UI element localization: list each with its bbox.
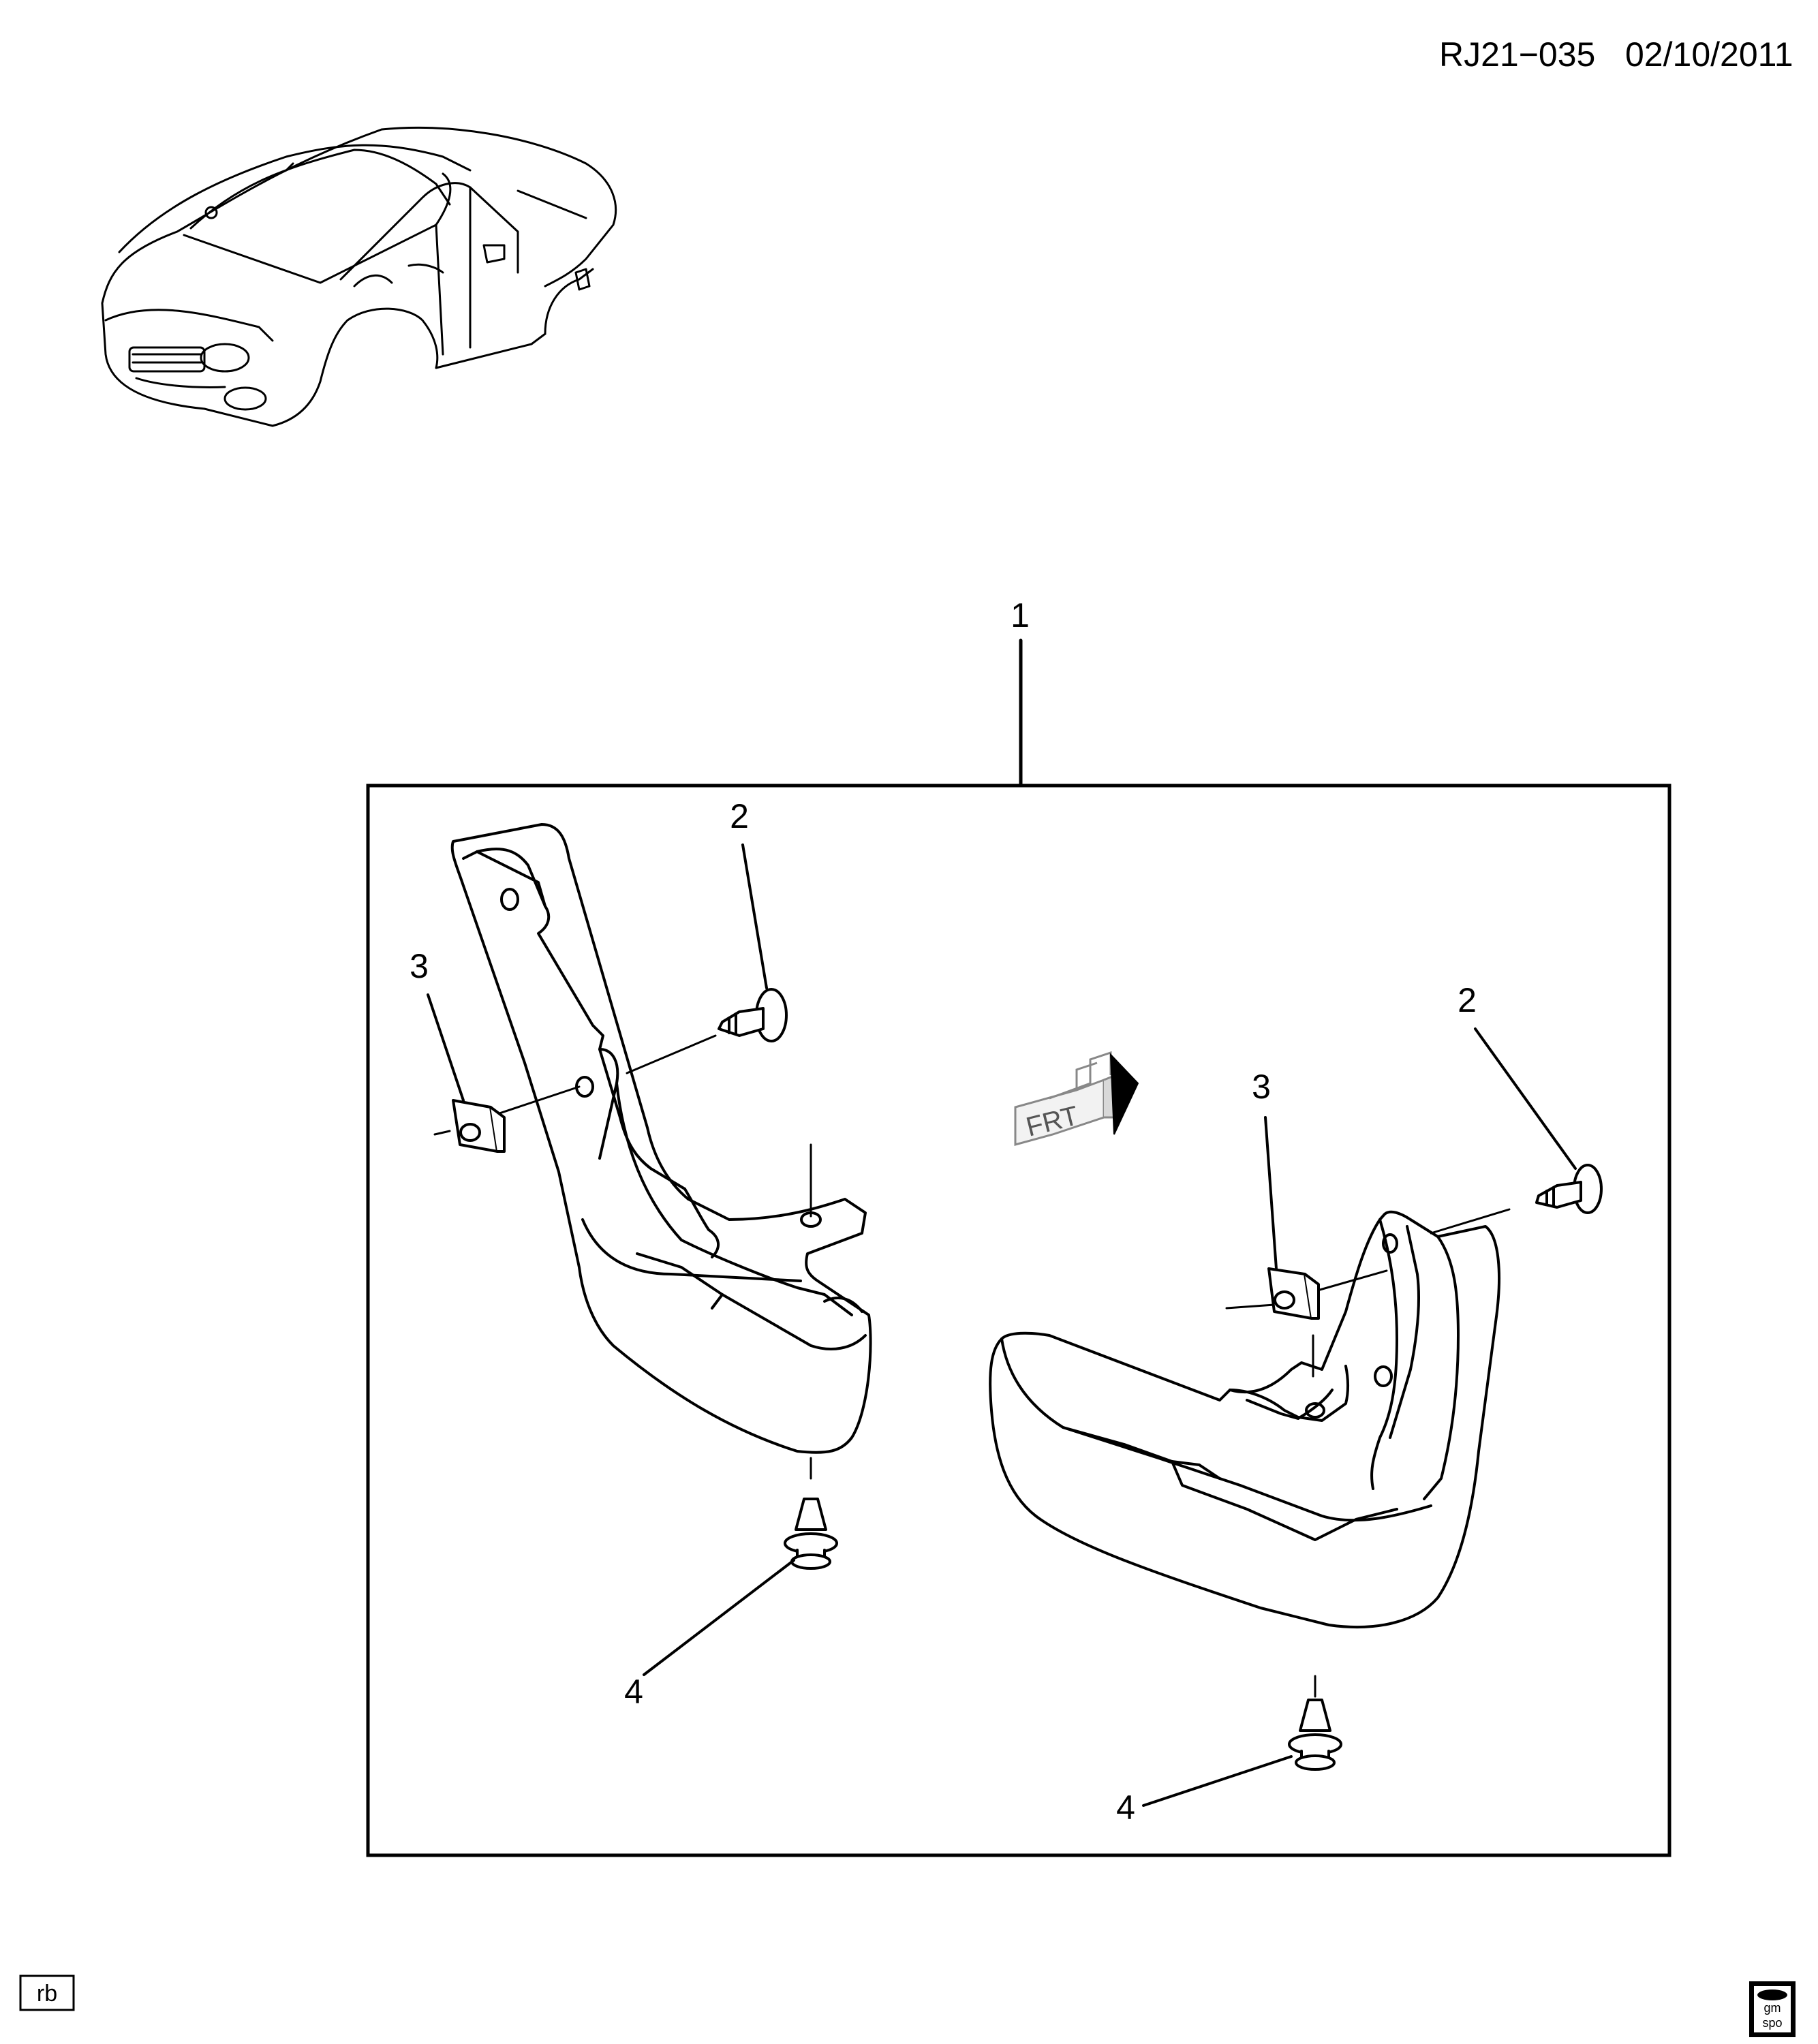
drawing-id: RJ21−035	[1439, 35, 1595, 74]
kit-bounding-box	[366, 784, 1671, 1857]
front-direction-arrow-icon: FRT	[1014, 1051, 1139, 1146]
clip-nut-right[interactable]	[1267, 1267, 1320, 1320]
callout-4-left-label: 4	[624, 1673, 643, 1711]
illustrator-code: rb	[37, 1981, 57, 2007]
callout-1-label: 1	[1011, 596, 1030, 634]
callout-2-left-label: 2	[730, 797, 749, 835]
logo-text-spo: spo	[1762, 2016, 1782, 2030]
left-mud-flap[interactable]	[450, 823, 872, 1454]
callout-1[interactable]: 1	[1011, 596, 1030, 788]
callout-3-left-label: 3	[410, 947, 429, 985]
callout-4-left[interactable]: 4	[624, 1559, 795, 1711]
vehicle-locator-illustration	[101, 126, 617, 427]
push-pin-left[interactable]	[784, 1498, 838, 1570]
callout-4-right-label: 4	[1116, 1788, 1135, 1827]
callout-3-right-label: 3	[1252, 1068, 1271, 1106]
screw-washer-right[interactable]	[1535, 1164, 1603, 1214]
callout-3-right[interactable]: 3	[1252, 1068, 1278, 1270]
callout-2-left[interactable]: 2	[730, 797, 768, 989]
screw-washer-left[interactable]	[718, 988, 788, 1042]
clip-nut-left[interactable]	[452, 1099, 506, 1153]
callout-4-right[interactable]: 4	[1116, 1755, 1293, 1827]
push-pin-right[interactable]	[1288, 1699, 1342, 1771]
callout-2-right-label: 2	[1458, 981, 1477, 1019]
callout-2-right[interactable]: 2	[1458, 981, 1577, 1170]
illustrator-code-box: rb	[19, 1975, 75, 2011]
callout-3-left[interactable]: 3	[410, 947, 465, 1102]
gm-spo-logo-icon: gm spo	[1749, 1981, 1796, 2037]
logo-text-gm: gm	[1763, 2001, 1781, 2015]
drawing-date: 02/10/2011	[1625, 35, 1793, 74]
right-mud-flap[interactable]	[989, 1210, 1500, 1629]
